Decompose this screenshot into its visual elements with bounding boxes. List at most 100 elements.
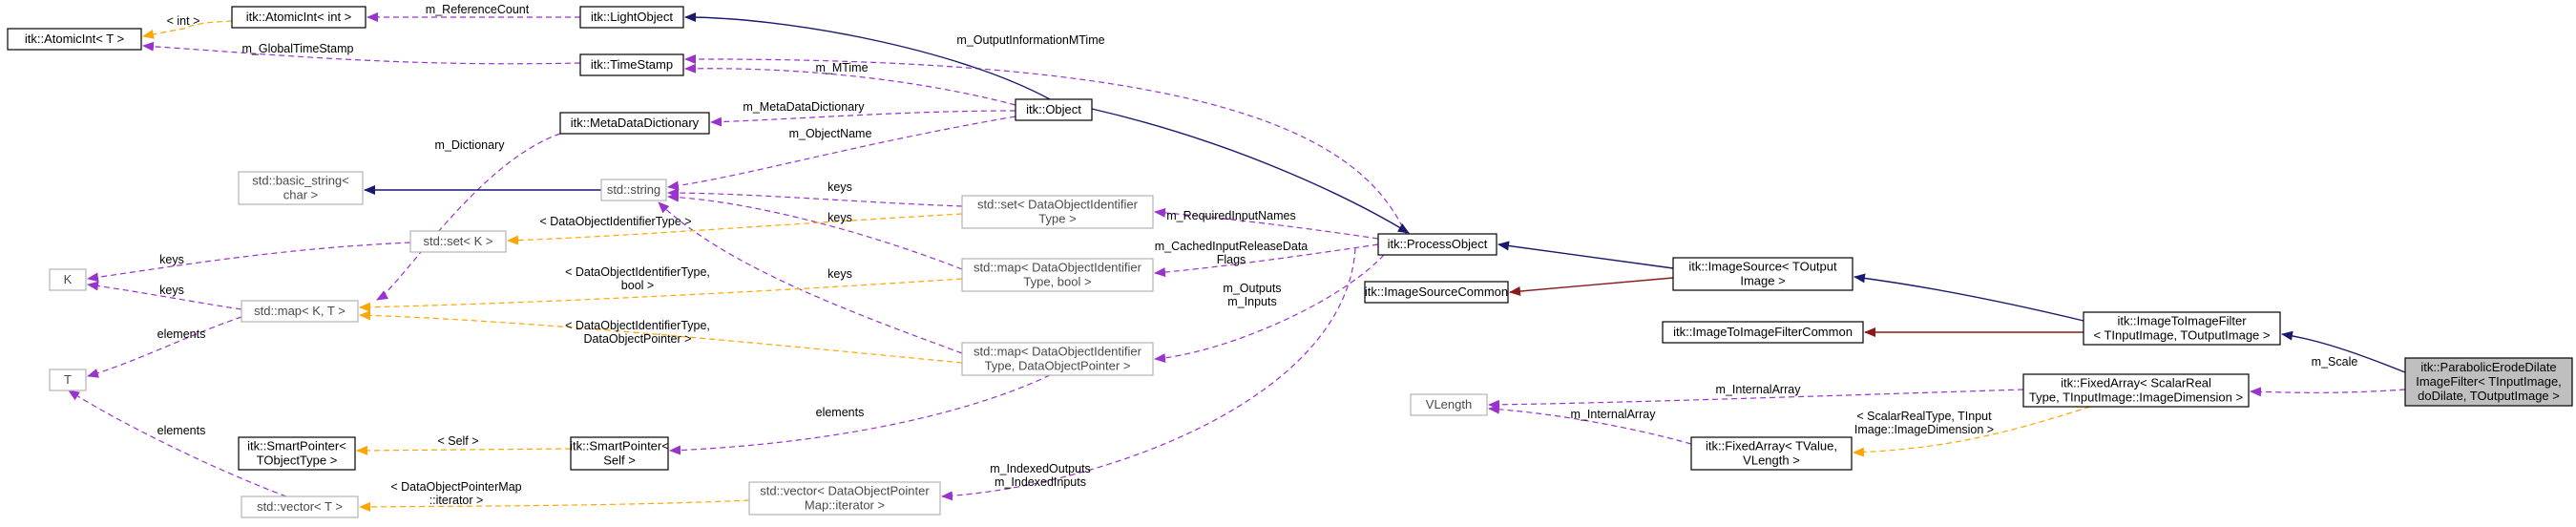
edge-label-m-dictionary: m_Dictionary bbox=[435, 138, 506, 152]
template-edge-20 bbox=[359, 278, 963, 312]
edge-label-dataobjectidentifiertype-bool: < DataObjectIdentifierType,bool > bbox=[565, 265, 710, 292]
edge-label-m-internalarray-1: m_InternalArray bbox=[1716, 383, 1802, 396]
node-box bbox=[409, 230, 507, 253]
template-edge-21 bbox=[359, 310, 963, 364]
class-node-object[interactable]: itk::Object bbox=[1015, 98, 1093, 121]
member-edge-19 bbox=[87, 281, 242, 310]
node-label: itk::AtomicInt< T > bbox=[25, 32, 124, 46]
edge-label-dataobjectidentifiertype: < DataObjectIdentifierType > bbox=[539, 215, 691, 228]
node-label: itk::ProcessObject bbox=[1388, 237, 1488, 251]
node-box bbox=[1690, 436, 1853, 471]
class-node-imagesourcecommon[interactable]: itk::ImageSourceCommon bbox=[1364, 281, 1509, 304]
edge-label-m-requiredinputnames: m_RequiredInputNames bbox=[1166, 209, 1296, 222]
edge-label-m-scale: m_Scale bbox=[2312, 355, 2358, 369]
edge-label-keys-map-dop: keys bbox=[827, 267, 852, 281]
class-node-vector-T: std::vector< T > bbox=[241, 495, 359, 518]
class-node-imagetoimagefiltercommon[interactable]: itk::ImageToImageFilterCommon bbox=[1662, 321, 1864, 344]
member-edge-22 bbox=[87, 316, 242, 378]
edge-label-keys-set: keys bbox=[827, 180, 852, 194]
edge-labels: m_ReferenceCount< int >m_GlobalTimeStamp… bbox=[157, 3, 2358, 507]
node-box bbox=[570, 436, 669, 471]
public-edge-27 bbox=[2281, 330, 2406, 373]
template-edge-17 bbox=[507, 213, 963, 245]
edge-label-int: < int > bbox=[167, 14, 200, 28]
member-edge-8 bbox=[667, 116, 1016, 191]
class-node-smartpointer-self[interactable]: itk::SmartPointer<Self > bbox=[570, 436, 669, 471]
class-node-set-K: std::set< K > bbox=[409, 230, 507, 253]
edge-label-self: < Self > bbox=[437, 434, 478, 448]
edges bbox=[68, 12, 2406, 512]
member-edge-12 bbox=[667, 192, 963, 270]
node-box bbox=[961, 195, 1154, 229]
class-node-timestamp[interactable]: itk::TimeStamp bbox=[579, 53, 684, 76]
node-box bbox=[1015, 98, 1093, 121]
node-box bbox=[2404, 357, 2573, 407]
node-box bbox=[961, 342, 1154, 376]
node-label: std::string bbox=[607, 182, 660, 197]
node-box bbox=[1377, 233, 1497, 256]
public-edge-4 bbox=[684, 12, 1051, 100]
node-label: std::vector< T > bbox=[257, 499, 343, 514]
node-label: itk::ImageToImageFilterCommon bbox=[1673, 325, 1853, 339]
node-box bbox=[231, 6, 367, 29]
node-box bbox=[579, 6, 684, 29]
class-node-metadatadictionary[interactable]: itk::MetaDataDictionary bbox=[559, 112, 710, 135]
member-edge-28 bbox=[2250, 387, 2406, 397]
node-box bbox=[241, 300, 359, 323]
edge-label-m-internalarray-2: m_InternalArray bbox=[1571, 408, 1657, 421]
node-box bbox=[49, 369, 87, 391]
node-label: itk::SmartPointer<Self > bbox=[570, 439, 669, 468]
node-label: itk::TimeStamp bbox=[591, 57, 673, 72]
node-box bbox=[579, 53, 684, 76]
member-edge-30 bbox=[1488, 404, 1692, 445]
class-node-fixedarray-tvalue[interactable]: itk::FixedArray< TValue,VLength > bbox=[1690, 436, 1853, 471]
template-edge-1 bbox=[142, 20, 233, 39]
edge-label-keys-map-bool: keys bbox=[827, 211, 852, 224]
class-node-lightobject[interactable]: itk::LightObject bbox=[579, 6, 684, 29]
node-box bbox=[1364, 281, 1509, 304]
class-node-smartpointer-objecttype[interactable]: itk::SmartPointer<TObjectType > bbox=[238, 436, 356, 471]
edge-label-dataobjectpointermap-iterator: < DataObjectPointerMap::iterator > bbox=[390, 480, 521, 507]
node-label: itk::FixedArray< TValue,VLength > bbox=[1706, 439, 1837, 468]
node-label: itk::MetaDataDictionary bbox=[571, 116, 700, 130]
class-node-std-string: std::string bbox=[600, 179, 667, 201]
template-edge-32 bbox=[356, 445, 572, 455]
template-edge-31 bbox=[1853, 406, 2091, 457]
node-box bbox=[238, 171, 364, 205]
edge-label-m-globaltimestamp: m_GlobalTimeStamp bbox=[242, 42, 354, 55]
edge-label-elements-vector: elements bbox=[157, 424, 206, 437]
member-edge-3 bbox=[684, 53, 1408, 237]
node-label: std::map< K, T > bbox=[254, 304, 346, 318]
member-edge-11 bbox=[667, 188, 963, 207]
member-edge-2 bbox=[142, 41, 581, 65]
member-edge-34 bbox=[68, 390, 287, 497]
node-label: std::set< K > bbox=[424, 234, 493, 248]
node-box bbox=[600, 179, 667, 201]
node-label: itk::ImageSourceCommon bbox=[1365, 285, 1508, 299]
node-box bbox=[748, 481, 941, 516]
edge-label-m-objectname: m_ObjectName bbox=[789, 127, 872, 140]
class-node-atomicint-int[interactable]: itk::AtomicInt< int > bbox=[231, 6, 367, 29]
node-label: itk::ImageToImageFilter< TInputImage, TO… bbox=[2093, 314, 2270, 343]
class-node-imagetoimagefilter[interactable]: itk::ImageToImageFilter< TInputImage, TO… bbox=[2083, 311, 2281, 346]
edge-label-keys-mapKT: keys bbox=[159, 284, 184, 297]
class-node-T: T bbox=[49, 369, 87, 391]
class-node-atomicint-T[interactable]: itk::AtomicInt< T > bbox=[7, 28, 142, 51]
node-label: std::basic_string<char > bbox=[252, 174, 349, 202]
node-label: VLength bbox=[1426, 397, 1472, 411]
class-node-processobject[interactable]: itk::ProcessObject bbox=[1377, 233, 1497, 256]
node-box bbox=[1662, 321, 1864, 344]
